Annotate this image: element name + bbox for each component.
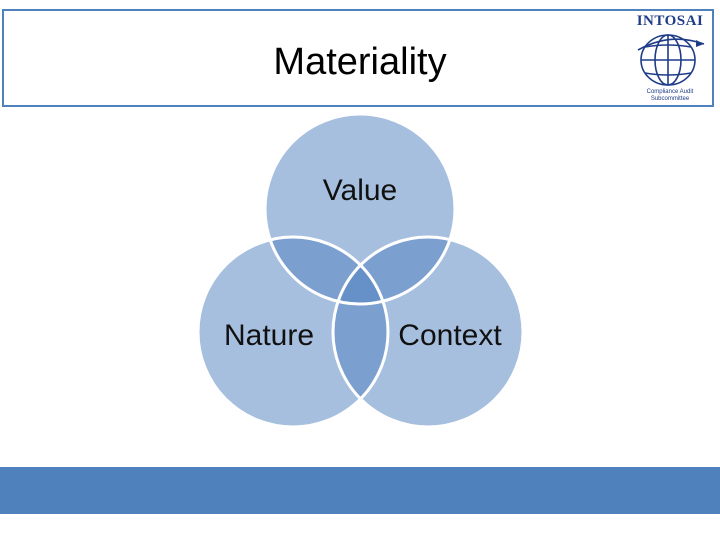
intosai-logo: INTOSAI Compliance Audit Subcommittee: [630, 10, 710, 106]
venn-outline-nature: [196, 235, 390, 429]
page-title: Materiality: [273, 41, 447, 83]
logo-subtitle-line2: Subcommittee: [650, 96, 690, 102]
logo-name: INTOSAI: [636, 13, 704, 29]
venn-outline-context: [331, 235, 525, 429]
venn-label-context: Context: [398, 319, 502, 352]
footer-bar: [0, 467, 720, 514]
overlap-value-context: [333, 237, 455, 304]
logo-subtitle-line1: Compliance Audit: [646, 89, 694, 95]
venn-label-value: Value: [322, 174, 398, 207]
venn-label-nature: Nature: [223, 319, 315, 352]
venn-outline-value: [263, 112, 457, 306]
globe-icon: [637, 34, 705, 86]
title-box: [2, 9, 714, 107]
overlap-value-nature: [265, 237, 388, 304]
